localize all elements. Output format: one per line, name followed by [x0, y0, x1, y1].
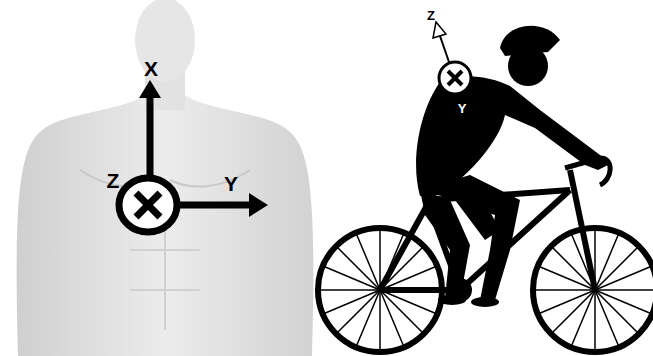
axis-label: X	[485, 38, 494, 51]
axis-label: Z	[107, 170, 120, 191]
sensor-axes	[433, 22, 471, 94]
human-torso	[17, 0, 314, 356]
axis-label: X	[144, 58, 158, 79]
cyclist-silhouette	[416, 26, 608, 307]
axis-arrows	[119, 80, 268, 232]
bicycle	[318, 158, 653, 352]
axis-label: Y	[224, 173, 238, 194]
axis-label: Z	[427, 9, 435, 22]
axis-label: Y	[458, 102, 467, 115]
